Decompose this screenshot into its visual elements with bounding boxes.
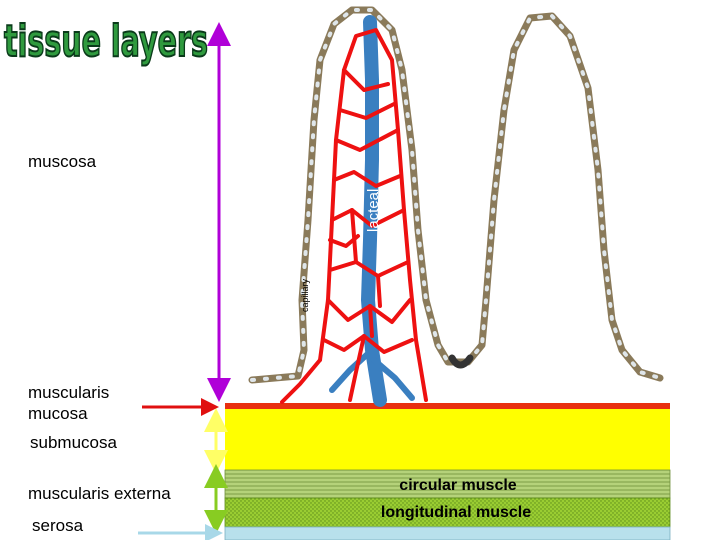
title: tissue layers — [4, 16, 208, 67]
circular-muscle-label: circular muscle — [358, 477, 558, 495]
submucosa-band — [225, 409, 670, 470]
mucosa-label: muscosa — [28, 152, 96, 172]
muscularis-mucosa-label-line1: muscularis — [28, 383, 109, 403]
muscularis-externa-label: muscularis externa — [28, 484, 171, 504]
submucosa-label: submucosa — [30, 433, 117, 453]
muscularis-mucosa-label-line2: mucosa — [28, 404, 88, 424]
villus-epithelium — [252, 10, 660, 380]
lacteal-label: lacteal — [365, 189, 382, 232]
serosa-band — [225, 527, 670, 540]
muscularis-mucosa-band — [225, 403, 670, 409]
longitudinal-muscle-label: longitudinal muscle — [356, 504, 556, 522]
capillary-label: capillary — [300, 278, 310, 312]
serosa-label: serosa — [32, 516, 83, 536]
